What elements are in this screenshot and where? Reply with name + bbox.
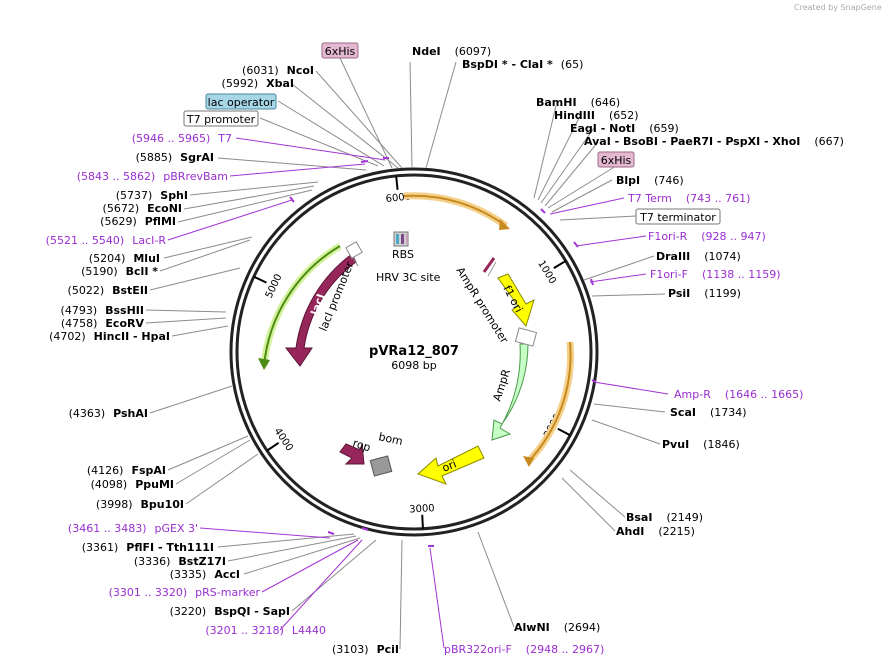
t7-region-arrows (403, 192, 575, 467)
site-ndei: NdeI(6097) (412, 45, 491, 58)
site-ncoi: (6031)NcoI (242, 64, 314, 77)
site-draiii: DraIII(1074) (656, 250, 741, 263)
plasmid-length: 6098 bp (391, 359, 436, 372)
site-bspdi: BspDI * - ClaI *(65) (462, 58, 583, 71)
primer-laci-r: (5521 .. 5540)LacI-R (46, 234, 167, 247)
box-t7-promoter: T7 promoter (183, 110, 259, 127)
ruler-tick (557, 427, 571, 437)
svg-text:T7 terminator: T7 terminator (639, 211, 716, 224)
primer-l4440: (3201 .. 3218)L4440 (205, 624, 326, 637)
bom-label: bom (377, 430, 404, 448)
site-bpu10i: (3998)Bpu10I (96, 498, 184, 511)
site-ahdi: AhdI(2215) (616, 525, 695, 538)
ori-arrow (417, 445, 485, 485)
primer-t7-term: T7 Term(743 .. 761) (627, 192, 750, 205)
site-pvui: PvuI(1846) (662, 438, 740, 451)
rop-label: rop (351, 436, 372, 454)
ruler-label: 5000 (264, 272, 285, 300)
f1-ori-arrow (497, 273, 535, 328)
box-his-top: 6xHis (321, 42, 359, 59)
ampr-promoter-marks (482, 257, 497, 277)
left-site-labels: (6031)NcoI (5992)XbaI (5885)SgrAI (5737)… (49, 64, 314, 618)
site-bsteii: (5022)BstEII (68, 284, 148, 297)
site-hindiii: HindIII(652) (554, 109, 639, 122)
box-lac-operator: lac operator (205, 93, 277, 110)
ampr-label: AmpR (490, 367, 513, 403)
site-mlui: (5204)MluI (89, 252, 160, 265)
ruler-tick (553, 260, 567, 269)
right-primer-labels: T7 Term(743 .. 761) F1ori-R(928 .. 947) … (444, 192, 803, 656)
box-his-right: 6xHis (597, 151, 635, 168)
svg-text:6xHis: 6xHis (601, 154, 632, 167)
site-fspai: (4126)FspAI (87, 464, 166, 477)
ruler-tick (266, 441, 280, 452)
site-bsshii: (4793)BssHII (61, 304, 144, 317)
site-bamhi: BamHI(646) (536, 96, 620, 109)
snapgene-credit: Created by SnapGene (794, 3, 882, 12)
ruler-tick (421, 514, 424, 529)
site-bsai: BsaI(2149) (626, 511, 703, 524)
primer-leader-lines (167, 137, 669, 649)
ruler-label: 4000 (272, 426, 295, 453)
rbs-hrv-features (393, 231, 409, 247)
ampr-gene-arrow (491, 327, 538, 441)
site-hincii: (4702)HincII - HpaI (49, 330, 170, 343)
site-acci: (3335)AccI (170, 568, 240, 581)
primer-f1ori-r: F1ori-R(928 .. 947) (648, 230, 766, 243)
primer-marks (289, 157, 597, 547)
backbone-ring (229, 167, 599, 537)
site-alwni: AlwNI(2694) (514, 621, 600, 634)
left-primer-labels: (5946 .. 5965)T7 (5843 .. 5862)pBRrevBam… (46, 132, 326, 637)
site-pflfi: (3361)PflFI - Tth111I (82, 541, 214, 554)
site-pcii: (3103)PciI (332, 643, 399, 656)
site-ppumi: (4098)PpuMI (91, 478, 174, 491)
primer-pbrrevbam: (5843 .. 5862)pBRrevBam (77, 170, 228, 183)
rop-arrow (339, 443, 365, 465)
site-blpi: BlpI(746) (616, 174, 684, 187)
site-psii: PsiI(1199) (668, 287, 741, 300)
ori-label: ori (440, 457, 458, 474)
site-leader-lines (145, 57, 666, 650)
site-scai: ScaI(1734) (670, 406, 747, 419)
ruler-label: 3000 (409, 503, 435, 515)
laci-gene-arrow (284, 241, 363, 367)
site-sphi: (5737)SphI (116, 189, 188, 202)
plasmid-name: pVRa12_807 (369, 344, 459, 359)
site-bstz17i: (3336)BstZ17I (134, 555, 226, 568)
laci-promoter-arrow (258, 242, 342, 370)
site-bcli: (5190)BclI * (81, 265, 158, 278)
primer-f1ori-f: F1ori-F(1138 .. 1159) (650, 268, 781, 281)
primer-t7: (5946 .. 5965)T7 (132, 132, 232, 145)
ruler-tick (395, 175, 399, 190)
rbs-label: RBS (392, 248, 414, 261)
site-eagi: EagI - NotI(659) (570, 122, 679, 135)
site-econi: (5672)EcoNI (103, 202, 182, 215)
svg-text:lac operator: lac operator (208, 96, 275, 109)
site-ecorv: (4758)EcoRV (61, 317, 145, 330)
ruler-tick (253, 275, 267, 284)
site-sgrai: (5885)SgrAI (136, 151, 214, 164)
right-site-labels: NdeI(6097) BspDI * - ClaI *(65) BamHI(64… (332, 45, 844, 656)
primer-pbr322ori-f: pBR322ori-F(2948 .. 2967) (444, 643, 604, 656)
site-pflmi: (5629)PflMI (100, 215, 176, 228)
hrv-site-label: HRV 3C site (376, 271, 441, 284)
svg-text:6xHis: 6xHis (325, 45, 356, 58)
primer-amp-r: Amp-R(1646 .. 1665) (674, 388, 803, 401)
primer-prs-marker: (3301 .. 3320)pRS-marker (109, 586, 261, 599)
laci-label: lacI (308, 292, 327, 317)
primer-pgex3: (3461 .. 3483)pGEX 3' (68, 522, 198, 535)
bom-box (369, 455, 393, 477)
site-pshai: (4363)PshAI (69, 407, 148, 420)
svg-text:T7 promoter: T7 promoter (186, 113, 256, 126)
site-bspqi: (3220)BspQI - SapI (170, 605, 290, 618)
site-avai: AvaI - BsoBI - PaeR7I - PspXI - XhoI(667… (584, 135, 844, 148)
ruler-label: 1000 (535, 259, 558, 286)
site-xbai: (5992)XbaI (222, 77, 294, 90)
box-t7-terminator: T7 terminator (635, 208, 721, 225)
